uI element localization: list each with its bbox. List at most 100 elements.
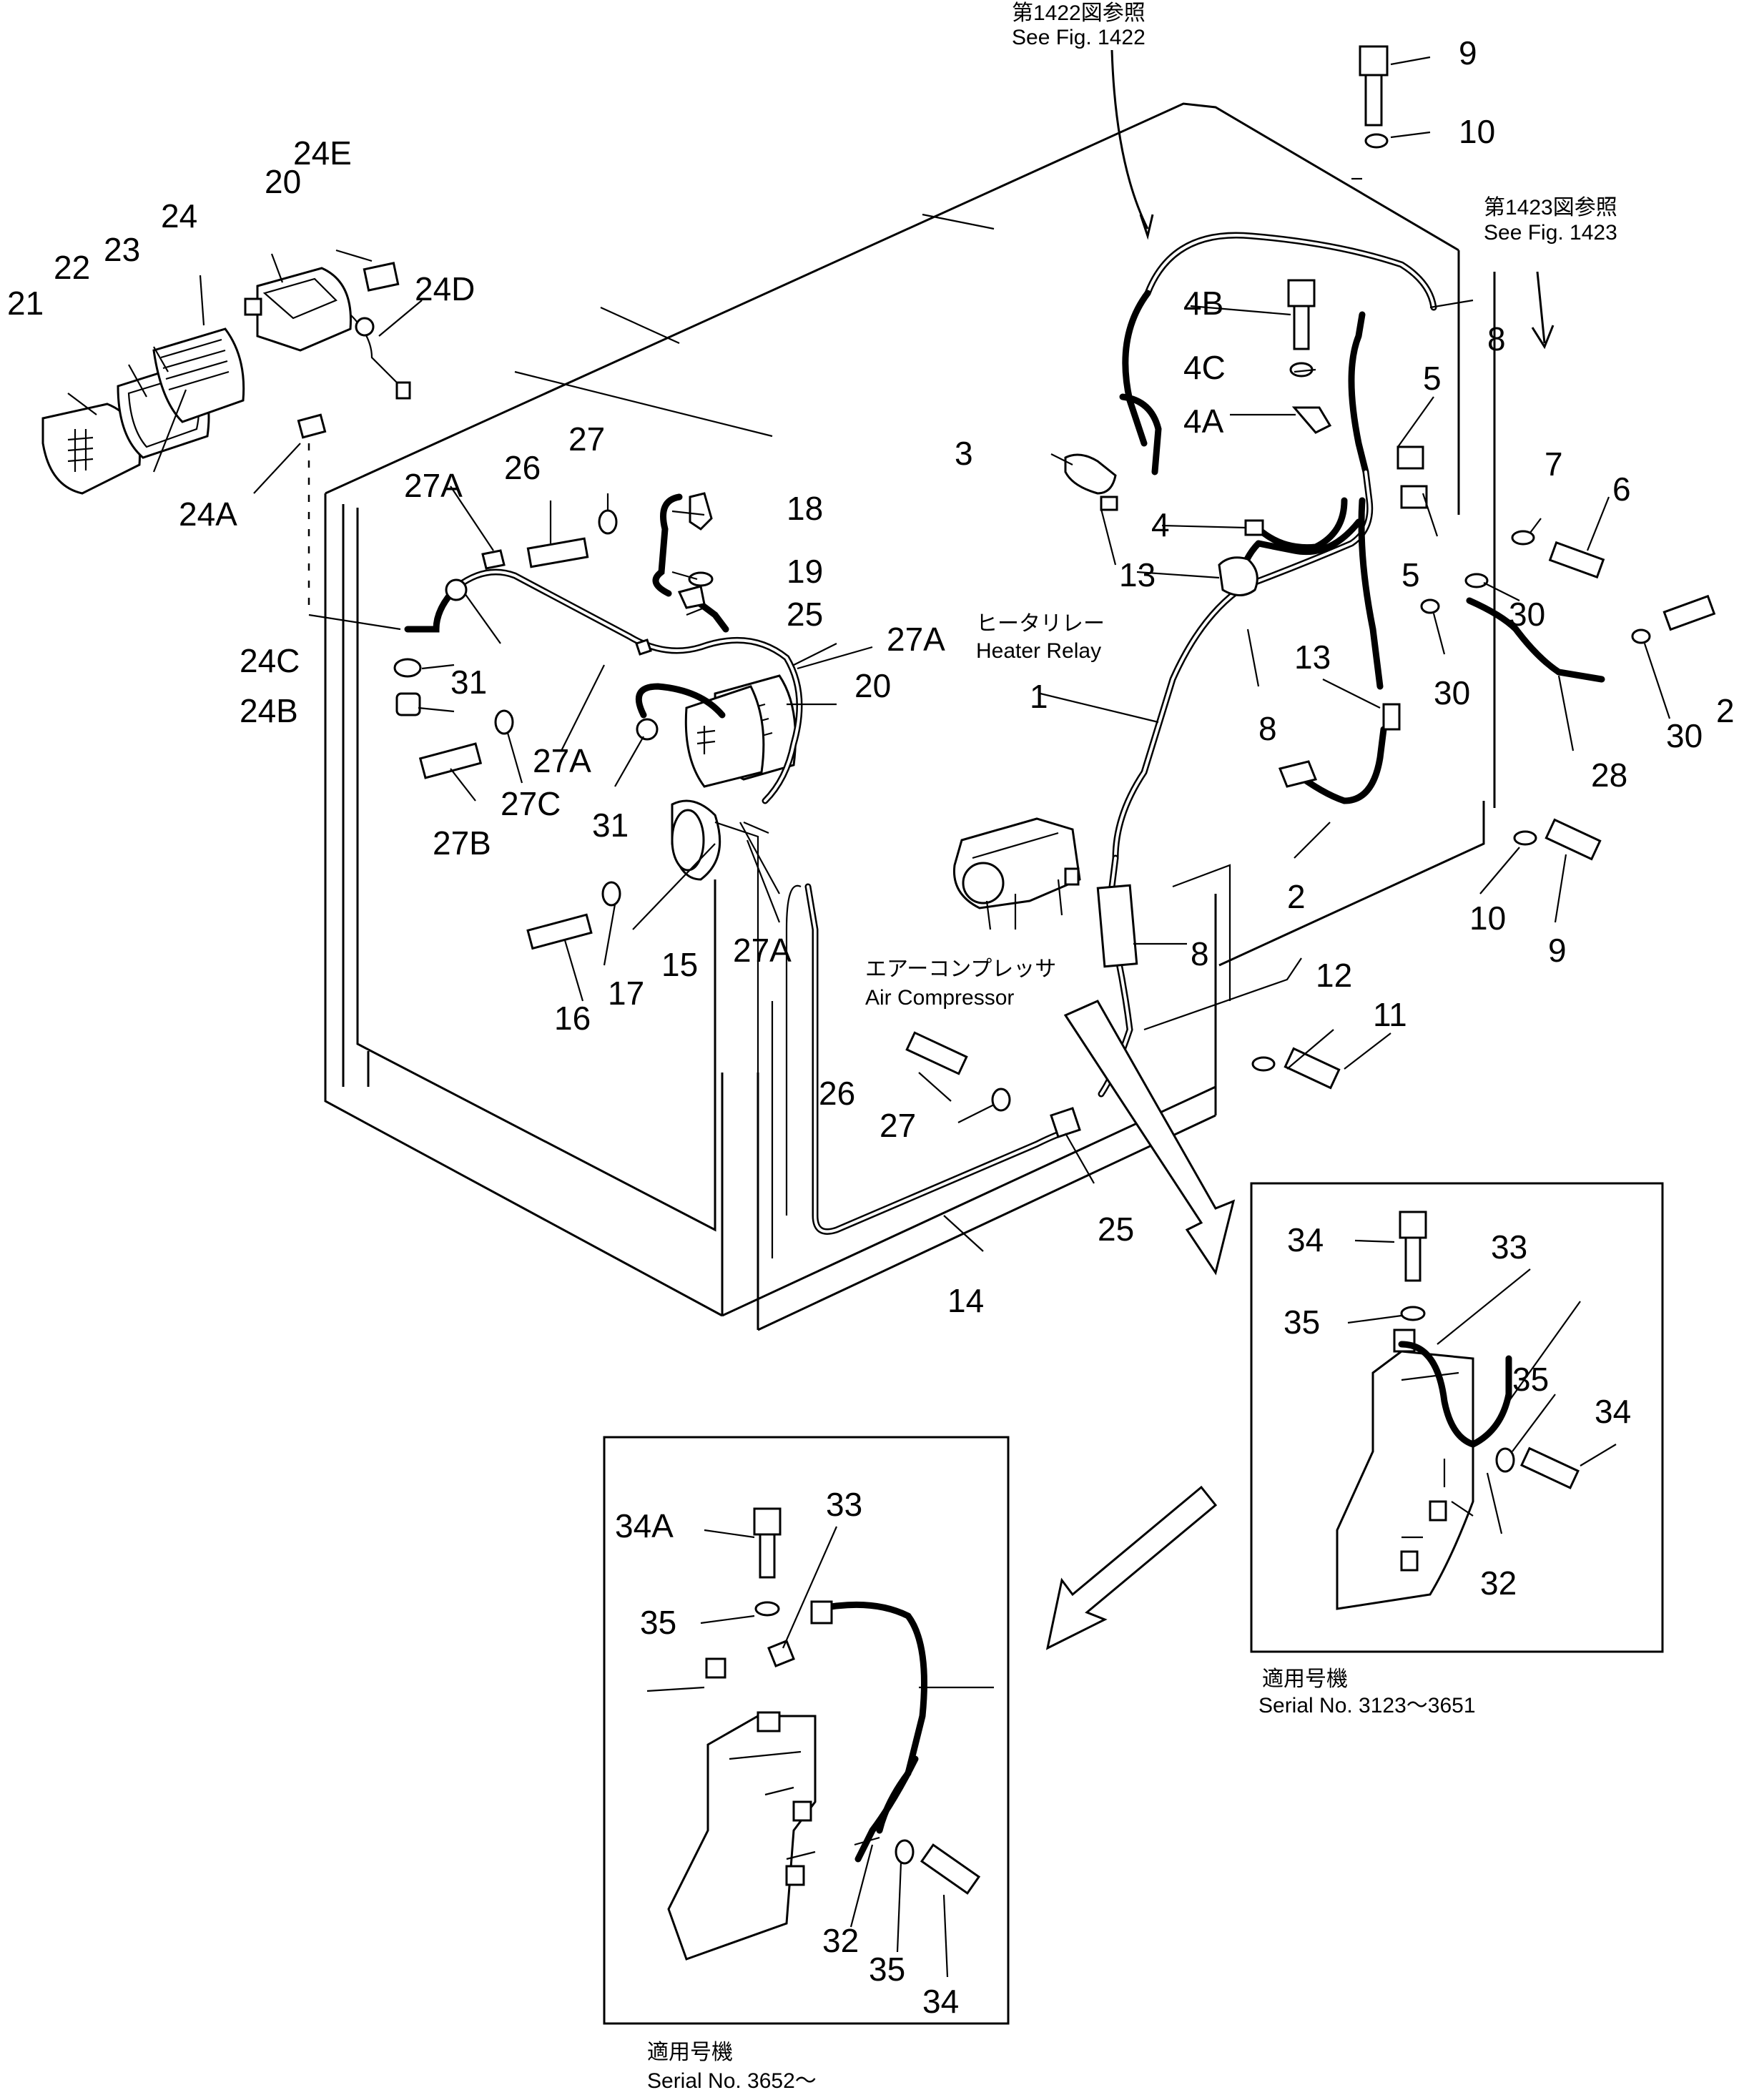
callout-c35d: 35 [869,1951,905,1988]
bolt-11 [1284,1047,1341,1090]
bolt-34-box-a-side [1519,1446,1580,1489]
callout-c9b: 9 [1548,932,1567,969]
nut-24A [297,413,327,439]
callout-c32a: 32 [1480,1564,1517,1602]
callout-c27a: 27 [568,420,605,458]
note-heater-relay-en: Heater Relay [976,639,1101,663]
washer-19 [688,571,714,587]
callout-c26a: 26 [504,449,541,486]
washer-27b [991,1088,1011,1112]
callout-c8a: 8 [1487,320,1506,358]
callout-c27Ac: 27A [533,742,591,779]
clip-25a [677,585,706,609]
callout-c23: 23 [104,231,140,268]
bolt-16 [526,913,593,950]
work-lamp-assembly [671,674,797,1073]
washer-35-box-b-1 [754,1601,780,1617]
callout-c17: 17 [608,975,644,1012]
sensor-2 [1278,760,1318,788]
callout-c20b: 20 [854,667,891,704]
detail-box-serial-3652 [603,1436,1010,2025]
callout-c11: 11 [1373,996,1407,1033]
callout-c31b: 31 [592,807,629,844]
callout-c30b: 30 [1434,674,1470,711]
callout-c31a: 31 [450,664,487,701]
callout-c5a: 5 [1423,360,1442,397]
washer-12 [1251,1056,1276,1072]
callout-c10b: 10 [1469,899,1506,937]
headlight-assembly [41,262,411,495]
callout-c28: 28 [1591,756,1627,794]
washer-35-box-a-1 [1400,1306,1426,1321]
connector-box-b [705,1657,726,1679]
callout-c33b: 33 [826,1486,862,1523]
callout-c24: 24 [161,197,197,235]
detail-arrows [1045,1000,1236,1650]
note-fig1423-jp: 第1423図参照 [1484,196,1617,220]
washer-30b [1420,598,1440,614]
bolt-29 [1662,594,1716,631]
washer-7 [1511,530,1535,546]
callout-c24D: 24D [415,270,475,307]
detail-box-serial-3123-3651 [1250,1182,1664,1653]
callout-c30a: 30 [1509,596,1545,633]
bolt-34-box-b [920,1843,981,1895]
callout-c10a: 10 [1459,113,1495,150]
callout-c24B: 24B [240,692,298,729]
callout-c34a: 34 [1287,1221,1324,1258]
note-fig1422-en: See Fig. 1422 [1012,26,1146,49]
callout-c4: 4 [1151,506,1170,543]
callout-c34A: 34A [615,1507,674,1544]
components [393,45,1716,1138]
callout-c2: 2 [1287,878,1306,915]
connector-4 [1244,519,1264,536]
connector-33-b [810,1600,833,1625]
bolt-9-top [1359,45,1389,127]
washer-30c [1631,628,1651,644]
callout-c27B: 27B [433,824,491,862]
bolt-26a [526,537,589,568]
clip-25b [1050,1107,1081,1138]
bulb-18 [689,492,713,531]
bolt-34-box-a [1399,1211,1427,1282]
callout-c22: 22 [54,249,90,286]
callout-c33a: 33 [1491,1228,1527,1266]
callout-c24A: 24A [179,496,237,533]
bracket-4A [1291,406,1332,434]
grommet-31b [636,718,659,741]
callout-c4C: 4C [1183,349,1226,386]
note-serial-b-en: Serial No. 3652～ [647,2069,817,2093]
note-fig1422-jp: 第1422図参照 [1012,1,1146,25]
callout-c13a: 13 [1119,556,1156,593]
notes: 第1422図参照 See Fig. 1422 第1423図参照 See Fig.… [647,1,1617,2093]
washer-27a [598,509,618,535]
callout-c24C: 24C [240,642,300,679]
washer-10-bottom [1513,830,1537,846]
clip-plate-8 [1096,884,1138,968]
callout-c35c: 35 [640,1604,676,1641]
callout-c30c: 30 [1666,717,1703,754]
nut-24B [395,692,421,716]
relay-5b [1400,485,1428,509]
callout-c27Aa: 27A [404,467,463,504]
callout-c18: 18 [787,490,823,527]
grommet-31a [445,578,468,601]
note-air-compressor-en: Air Compressor [865,986,1014,1010]
callout-c15: 15 [661,946,698,983]
callout-c13b: 13 [1294,639,1331,676]
bolt-9-bottom [1545,818,1602,861]
callout-c27Ab: 27A [887,621,945,658]
callout-c26b: 26 [819,1075,855,1112]
washer-35-box-a-2 [1495,1447,1515,1473]
callout-c21: 21 [7,285,44,322]
note-air-compressor-jp: エアーコンプレッサ [865,957,1056,981]
callout-c12: 12 [1316,957,1352,994]
note-heater-relay-jp: ヒータリレー [976,612,1105,636]
callout-c4B: 4B [1183,285,1223,322]
washer-30a [1464,573,1489,588]
washer-35-box-b-2 [895,1839,915,1865]
washer-10-top [1364,133,1389,149]
bolt-6 [1548,541,1605,579]
